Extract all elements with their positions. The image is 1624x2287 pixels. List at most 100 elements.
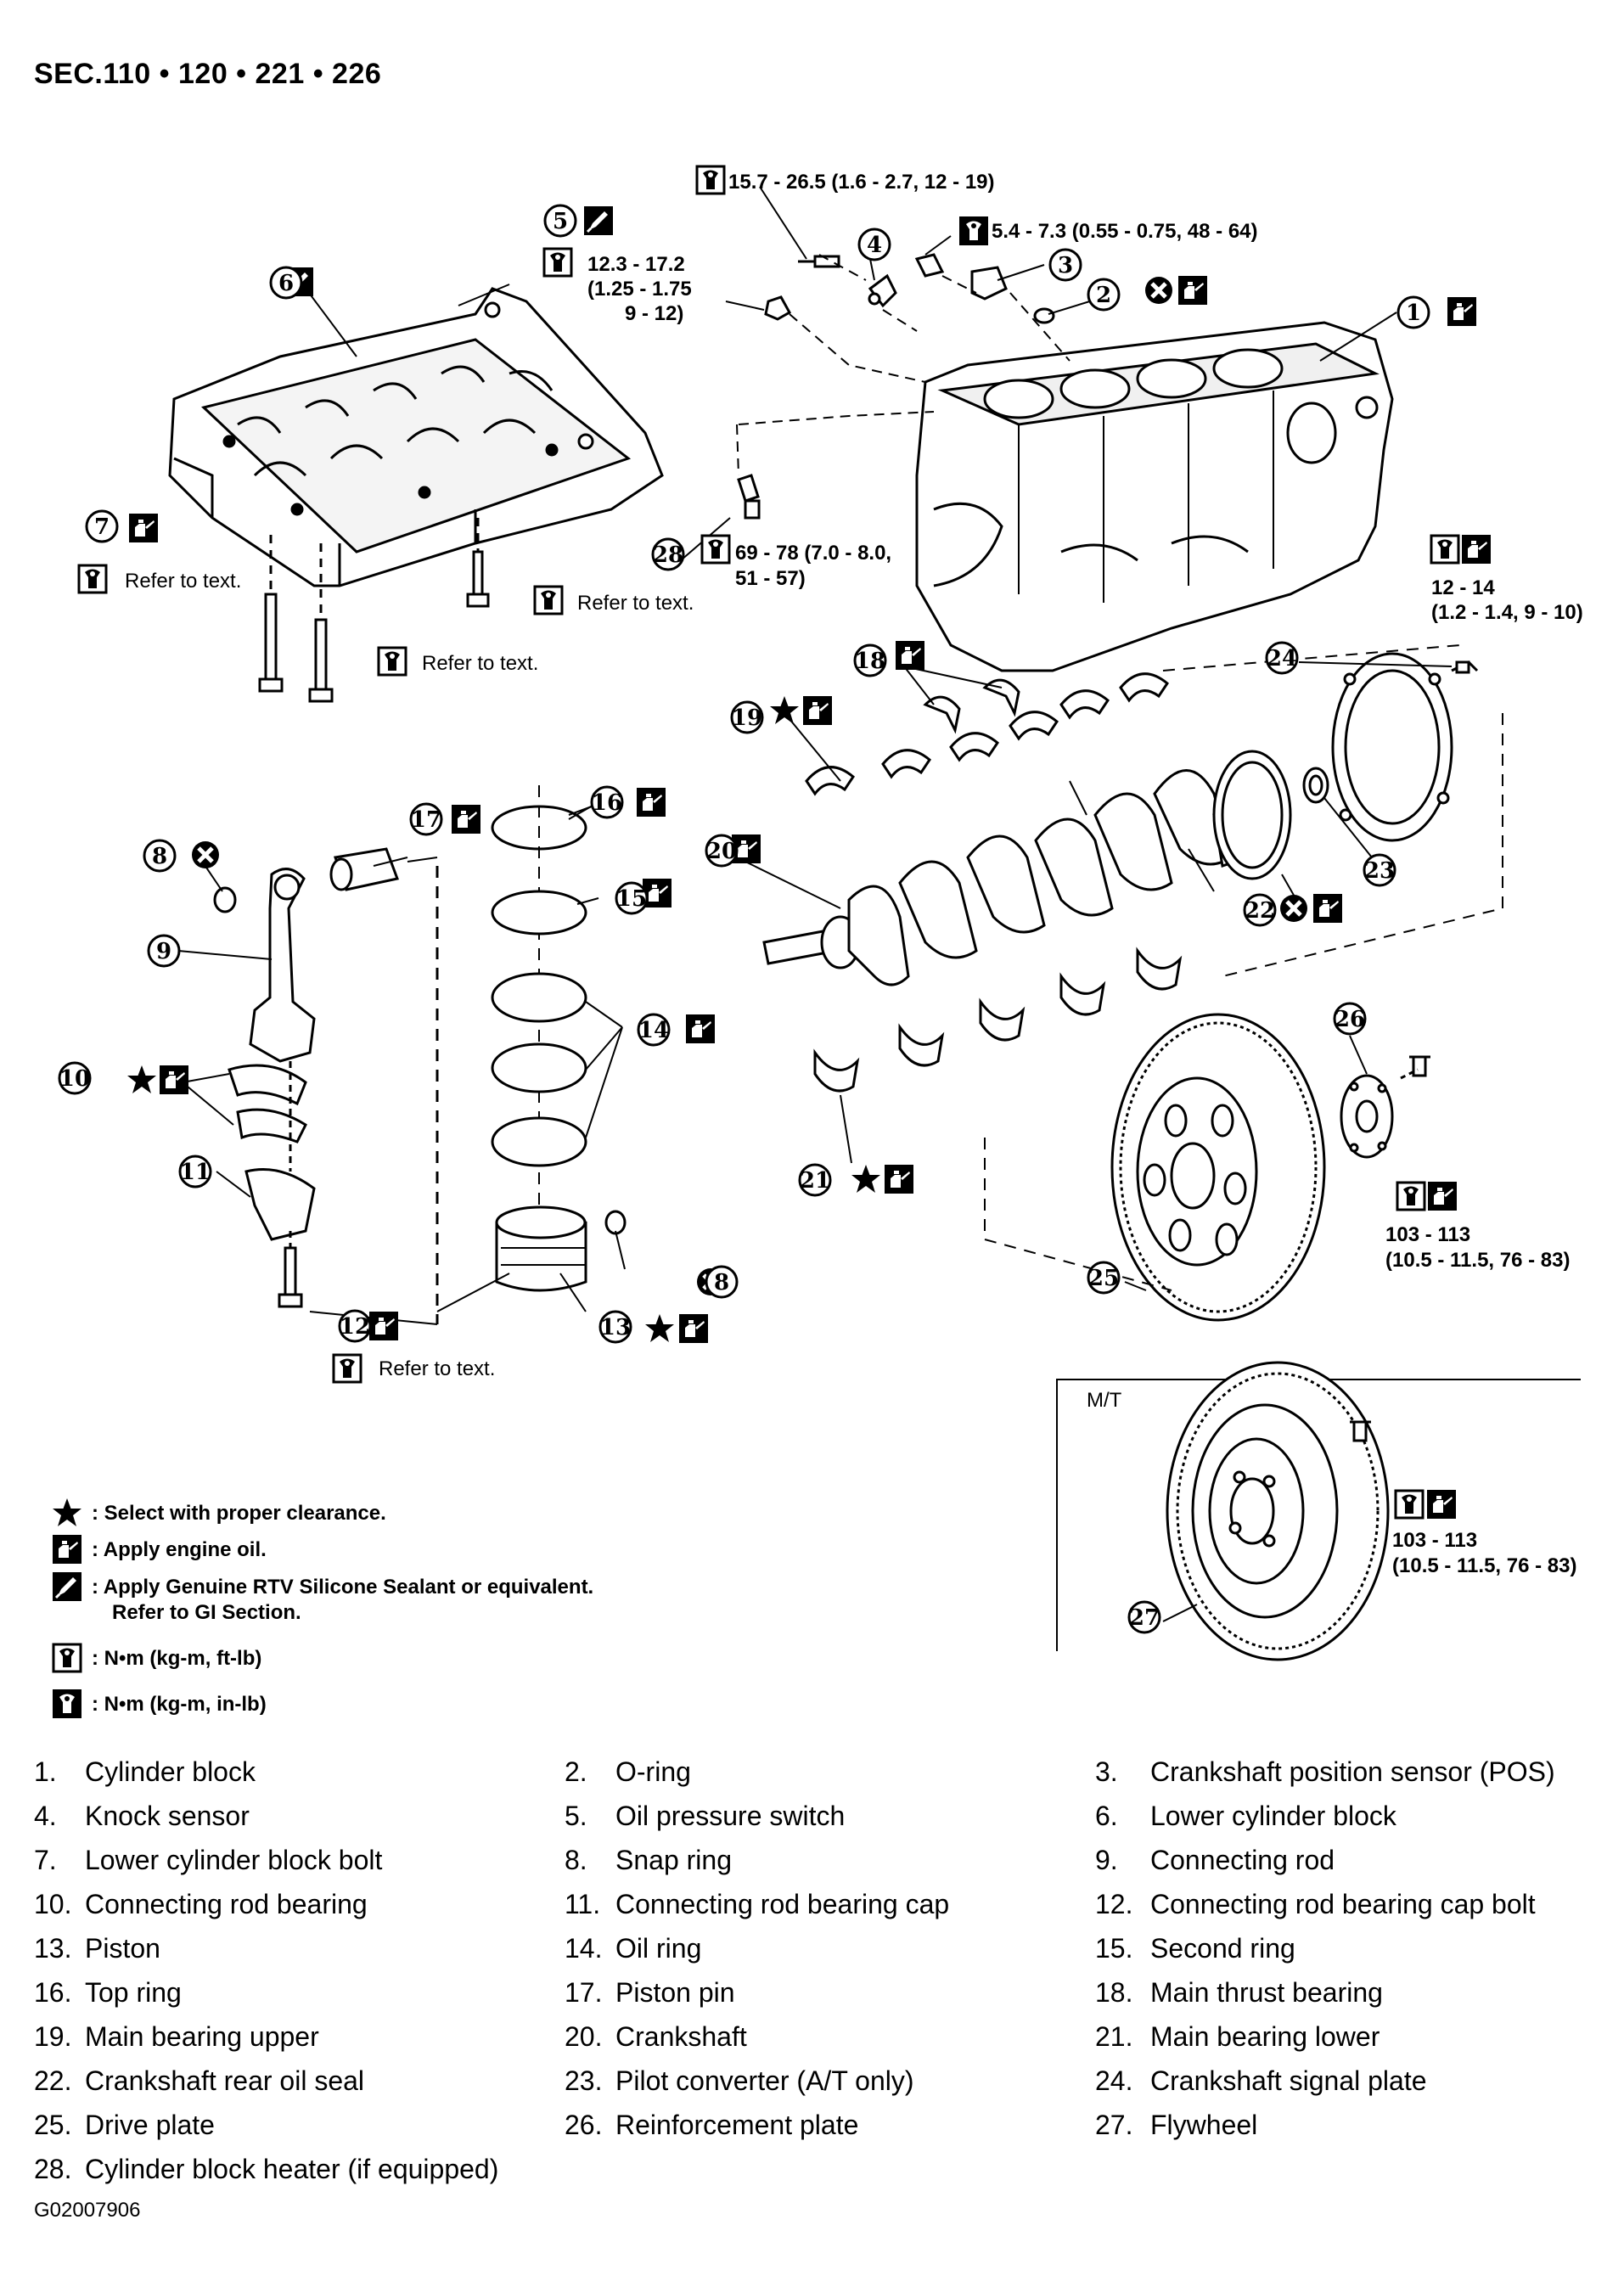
legend-item-torque: : N•m (kg-m, ft-lb) [92, 1647, 262, 1670]
callout-number: 21 [800, 1168, 830, 1194]
cylinder-block [915, 321, 1394, 672]
lower-cylinder-block [168, 287, 664, 587]
part-number: 7. [34, 1845, 57, 1875]
part-name: Oil pressure switch [615, 1801, 846, 1831]
callout-10: 10 [58, 1061, 92, 1095]
refer-to-text: Refer to text. [422, 652, 539, 675]
callout-number: 14 [638, 1018, 669, 1043]
part-number: 19. [34, 2021, 72, 2052]
leader-lines [177, 186, 1453, 1622]
part-number: 9. [1095, 1845, 1118, 1875]
torque-label: 5.4 - 7.3 (0.55 - 0.75, 48 - 64) [992, 220, 1258, 243]
legend-item-sealant-ref: Refer to GI Section. [112, 1601, 301, 1624]
part-number: 11. [565, 1889, 601, 1919]
callout-number: 12 [340, 1314, 370, 1340]
callout-number: 8 [152, 844, 167, 869]
callout-17: 17 [409, 802, 443, 836]
part-number: 26. [565, 2110, 603, 2140]
part-name: Connecting rod [1150, 1845, 1335, 1875]
callout-number: 16 [592, 790, 622, 816]
callout-23: 23 [1363, 853, 1396, 887]
part-number: 20. [565, 2021, 603, 2052]
flywheel [1166, 1361, 1390, 1661]
legend-item-torque-filled: : N•m (kg-m, in-lb) [92, 1693, 267, 1716]
callout-28: 28 [651, 537, 685, 571]
part-name: Lower cylinder block bolt [85, 1845, 383, 1875]
part-name: Connecting rod bearing cap bolt [1150, 1889, 1536, 1919]
part-name: Top ring [85, 1977, 182, 2008]
callout-11: 11 [178, 1155, 212, 1188]
part-name: Main bearing upper [85, 2021, 319, 2052]
torque-label: 103 - 113 [1392, 1529, 1478, 1552]
torque-label: 15.7 - 26.5 (1.6 - 2.7, 12 - 19) [728, 171, 995, 194]
part-number: 28. [34, 2154, 72, 2184]
part-number: 3. [1095, 1756, 1118, 1787]
part-number: 27. [1095, 2110, 1133, 2140]
drive-plate [984, 1013, 1430, 1322]
part-name: Cylinder block heater (if equipped) [85, 2154, 499, 2184]
part-name: Second ring [1150, 1933, 1295, 1964]
part-name: Flywheel [1150, 2110, 1258, 2140]
callout-number: 28 [653, 542, 683, 568]
torque-label: (1.2 - 1.4, 9 - 10) [1431, 601, 1583, 624]
part-number: 2. [565, 1756, 587, 1787]
callout-20: 20 [705, 834, 739, 868]
callout-number: 27 [1129, 1605, 1160, 1631]
part-number: 8. [565, 1845, 587, 1875]
figure-code: G02007906 [34, 2199, 141, 2222]
callout-6: 6 [269, 266, 303, 300]
callout-number: 18 [855, 649, 885, 674]
callout-13: 13 [598, 1310, 632, 1344]
part-name: Knock sensor [85, 1801, 250, 1831]
refer-to-text: Refer to text. [577, 592, 694, 615]
part-number: 13. [34, 1933, 72, 1964]
torque-label: 12 - 14 [1431, 576, 1495, 599]
part-number: 15. [1095, 1933, 1133, 1964]
part-number: 1. [34, 1756, 57, 1787]
torque-label: 12.3 - 17.2 [587, 253, 685, 276]
torque-label: 51 - 57) [735, 567, 806, 590]
part-name: Crankshaft rear oil seal [85, 2065, 365, 2096]
torque-label: (10.5 - 11.5, 76 - 83) [1392, 1554, 1577, 1577]
sensor-parts [736, 253, 1070, 520]
callout-number: 25 [1088, 1266, 1119, 1291]
callout-22: 22 [1243, 893, 1277, 927]
legend-item-oil: : Apply engine oil. [92, 1538, 267, 1561]
callout-4: 4 [857, 228, 891, 261]
callout-number: 20 [706, 839, 737, 864]
torque-label: (10.5 - 11.5, 76 - 83) [1385, 1249, 1571, 1272]
part-name: Connecting rod bearing cap [615, 1889, 950, 1919]
part-name: Piston [85, 1933, 160, 1964]
callout-number: 4 [867, 233, 882, 258]
connecting-rod-assembly [213, 847, 439, 1324]
part-number: 25. [34, 2110, 72, 2140]
callout-8: 8 [705, 1265, 739, 1299]
callout-number: 2 [1096, 283, 1111, 308]
part-name: Pilot converter (A/T only) [615, 2065, 914, 2096]
callout-number: 15 [616, 886, 647, 912]
callout-12: 12 [338, 1309, 372, 1343]
lower-block-bolts [258, 518, 490, 703]
callout-number: 1 [1406, 301, 1421, 326]
callout-number: 22 [1245, 898, 1275, 924]
callout-16: 16 [590, 785, 624, 819]
part-number: 21. [1095, 2021, 1133, 2052]
rear-components [1162, 644, 1503, 977]
part-number: 14. [565, 1933, 603, 1964]
section-header: SEC.110 • 120 • 221 • 226 [34, 58, 382, 90]
callout-19: 19 [730, 700, 764, 734]
torque-label: 103 - 113 [1385, 1223, 1471, 1246]
callout-number: 5 [553, 209, 568, 234]
callout-9: 9 [147, 934, 181, 968]
callout-number: 17 [411, 807, 441, 833]
callout-8: 8 [143, 839, 177, 873]
callout-number: 19 [732, 705, 762, 731]
callout-number: 10 [59, 1066, 90, 1092]
part-name: Drive plate [85, 2110, 215, 2140]
callout-1: 1 [1396, 295, 1430, 329]
refer-to-text: Refer to text. [125, 570, 242, 593]
refer-to-text: Refer to text. [379, 1357, 496, 1380]
part-number: 4. [34, 1801, 57, 1831]
